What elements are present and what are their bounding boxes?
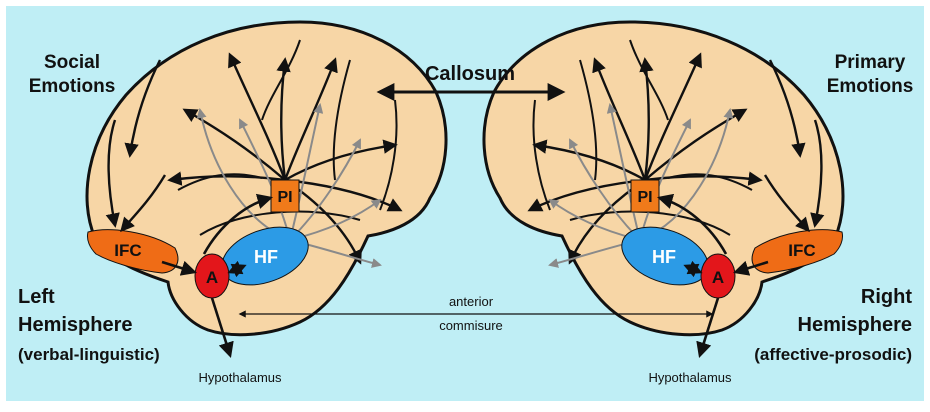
right-hf-label: HF [652,247,676,267]
left-hemisphere-label-line1: Left [18,286,55,308]
left-hemisphere-label-line3: (verbal-linguistic) [18,345,160,364]
social-emotions-label-line1: Social [44,52,100,73]
callosum-label: Callosum [425,63,515,85]
left-amygdala-label: A [206,268,218,287]
commisure-label: commisure [439,318,503,333]
anterior-label: anterior [449,294,494,309]
primary-emotions-label-line1: Primary [835,52,906,73]
left-hemisphere-label-line2: Hemisphere [18,314,133,336]
right-hemisphere-label-line3: (affective-prosodic) [754,345,912,364]
right-amygdala-label: A [712,268,724,287]
right-ifc-label: IFC [788,241,815,260]
primary-emotions-label-line2: Emotions [827,76,914,97]
hypothalamus-right-label: Hypothalamus [648,370,732,385]
right-hemisphere-label-line1: Right [861,286,912,308]
social-emotions-label-line2: Emotions [29,76,116,97]
hypothalamus-left-label: Hypothalamus [198,370,282,385]
left-pi-label: PI [277,189,292,206]
left-ifc-label: IFC [114,241,141,260]
left-hf-label: HF [254,247,278,267]
right-pi-label: PI [637,189,652,206]
right-hemisphere-label-line2: Hemisphere [798,314,913,336]
